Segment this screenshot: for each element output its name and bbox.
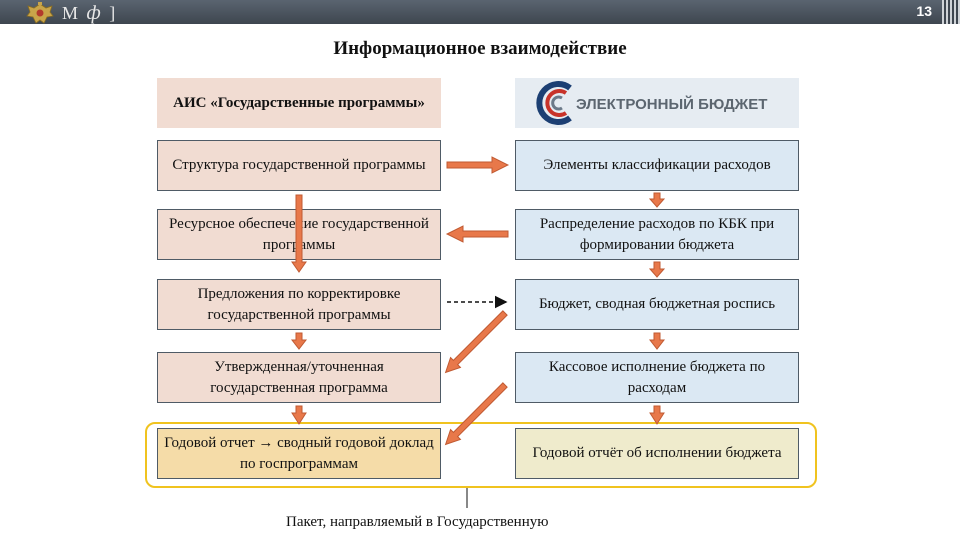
diagonal-arrow-execution-to-report — [444, 382, 508, 446]
decorative-stripes — [942, 0, 960, 24]
brand-mark: М ф ] — [62, 2, 118, 24]
left-box-approved-program: Утвержденная/уточненная государственная … — [157, 352, 441, 403]
right-box-classification: Элементы классификации расходов — [515, 140, 799, 191]
arrow-right-row1 — [446, 156, 510, 174]
down-arrow-left-1 — [291, 194, 307, 273]
electronic-budget-heading: ЭЛЕКТРОННЫЙ БЮДЖЕТ — [515, 78, 799, 128]
top-bar: М ф ] 13 — [0, 0, 960, 24]
emblem-icon — [26, 2, 54, 24]
annual-report-highlight — [145, 422, 817, 488]
right-box-cash-execution: Кассовое исполнение бюджета по расходам — [515, 352, 799, 403]
diagonal-arrow-budget-to-program — [444, 310, 508, 374]
down-arrow-right-2 — [648, 261, 666, 278]
footer-note: Пакет, направляемый в Государственную — [286, 514, 549, 530]
down-arrow-right-1 — [648, 192, 666, 208]
svg-text:ЭЛЕКТРОННЫЙ БЮДЖЕТ: ЭЛЕКТРОННЫЙ БЮДЖЕТ — [576, 95, 767, 113]
slide-title: Информационное взаимодействие — [333, 38, 627, 59]
down-arrow-left-2 — [290, 332, 308, 350]
page-number: 13 — [916, 3, 932, 19]
electronic-budget-logo-icon: ЭЛЕКТРОННЫЙ БЮДЖЕТ — [536, 81, 767, 125]
left-box-annual-report: Годовой отчет → сводный годовой доклад п… — [157, 428, 441, 479]
down-arrow-right-4 — [649, 405, 665, 425]
down-arrow-right-3 — [648, 332, 666, 350]
left-box-structure: Структура государственной программы — [157, 140, 441, 191]
down-arrow-left-3 — [291, 405, 307, 425]
left-box-adjustment-proposals: Предложения по корректировке государстве… — [157, 279, 441, 330]
right-box-annual-budget-report: Годовой отчёт об исполнении бюджета — [515, 428, 799, 479]
right-box-kbk-distribution: Распределение расходов по КБК при формир… — [515, 209, 799, 260]
ais-heading: АИС «Государственные программы» — [157, 78, 441, 128]
arrow-left-row2 — [445, 225, 509, 243]
right-box-budget-schedule: Бюджет, сводная бюджетная роспись — [515, 279, 799, 330]
